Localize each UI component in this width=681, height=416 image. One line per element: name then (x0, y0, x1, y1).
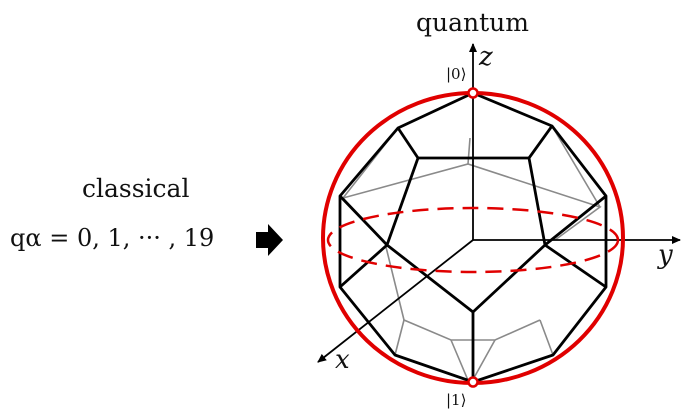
classical-label: classical (82, 174, 190, 203)
quantum-label: quantum (416, 8, 529, 37)
right-arrow-icon (256, 224, 283, 256)
front-upper-edges (338, 125, 607, 247)
pole-1-marker (467, 376, 479, 388)
axis-y-label: y (658, 240, 673, 270)
front-middle-edges (339, 243, 607, 382)
ket-0-label: |0⟩ (446, 65, 467, 83)
axis-x (317, 239, 474, 363)
equator-circle (326, 206, 620, 274)
axes (317, 43, 681, 363)
axis-x-label: x (335, 345, 350, 375)
axis-z-label: z (479, 42, 493, 72)
formula-label: qα = 0, 1, ··· , 19 (10, 224, 215, 252)
front-upper-pentagon (385, 156, 547, 314)
back-lower-edges (394, 319, 554, 386)
ket-1-label: |1⟩ (446, 391, 467, 409)
pole-0-marker (467, 87, 479, 99)
